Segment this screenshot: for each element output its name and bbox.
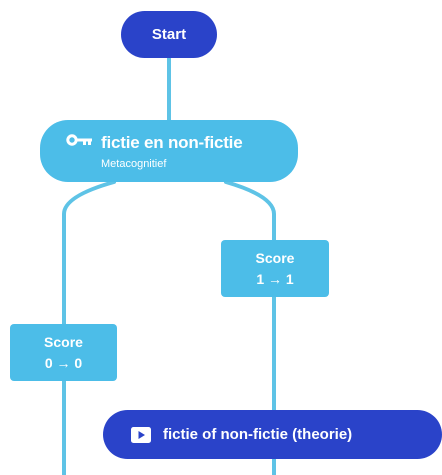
key-icon bbox=[66, 133, 94, 152]
theory-node-fictie-of-non-fictie[interactable]: fictie of non-fictie (theorie) bbox=[103, 410, 442, 459]
start-label: Start bbox=[151, 26, 187, 43]
score-node-left[interactable]: Score 0 → 0 bbox=[10, 324, 117, 381]
theory-title: fictie of non-fictie (theorie) bbox=[163, 426, 353, 443]
score-left-label: Score bbox=[44, 333, 83, 350]
score-right-value: 1 → 1 bbox=[256, 270, 294, 287]
score-left-value: 0 → 0 bbox=[44, 354, 83, 371]
score-right-label: Score bbox=[255, 249, 295, 266]
connector-activity-left-branch bbox=[62, 180, 116, 475]
activity-title: fictie en non-fictie bbox=[101, 132, 243, 152]
connector-activity-right-branch bbox=[224, 180, 276, 475]
start-node[interactable]: Start bbox=[121, 11, 217, 58]
activity-node-fictie-en-non-fictie[interactable]: fictie en non-fictie Metacognitief bbox=[40, 120, 298, 182]
video-icon bbox=[131, 426, 151, 443]
activity-subtitle: Metacognitief bbox=[101, 157, 167, 170]
activity-title-row: fictie en non-fictie bbox=[66, 133, 298, 153]
score-node-right[interactable]: Score 1 → 1 bbox=[221, 240, 329, 297]
